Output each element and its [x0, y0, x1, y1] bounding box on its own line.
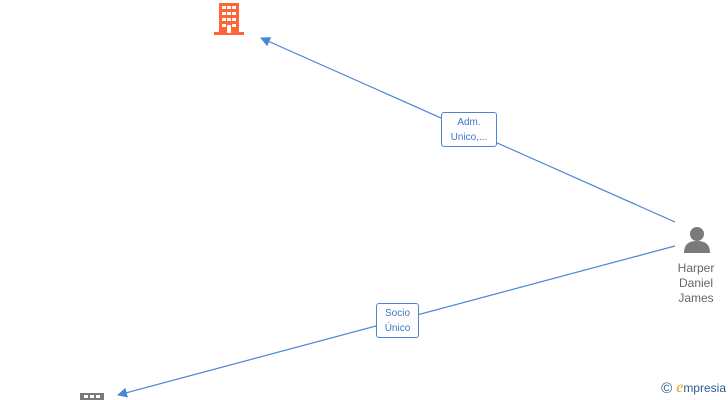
edge-label-line: Adm. [457, 117, 481, 128]
building-icon[interactable] [80, 393, 104, 400]
person-name-line: Daniel [678, 276, 714, 290]
person-name-line: James [678, 291, 714, 305]
edge-label-socio-unico[interactable]: Socio Único [376, 303, 419, 338]
building-icon[interactable] [213, 3, 245, 36]
edge-label-line: Único [384, 323, 411, 334]
edge-label-line: Socio [384, 308, 410, 319]
edge-label-adm-unico[interactable]: Adm. Unico,... [441, 112, 497, 147]
edge-label-line: Unico,... [450, 132, 488, 143]
person-name[interactable]: Harper Daniel James [668, 261, 724, 306]
brand-name: mpresia [683, 381, 726, 395]
copyright-symbol: © [661, 380, 673, 397]
brand-initial: e [676, 379, 684, 396]
person-icon[interactable] [684, 227, 710, 253]
empresia-logo: ©empresia [661, 379, 726, 397]
person-name-line: Harper [677, 261, 715, 275]
